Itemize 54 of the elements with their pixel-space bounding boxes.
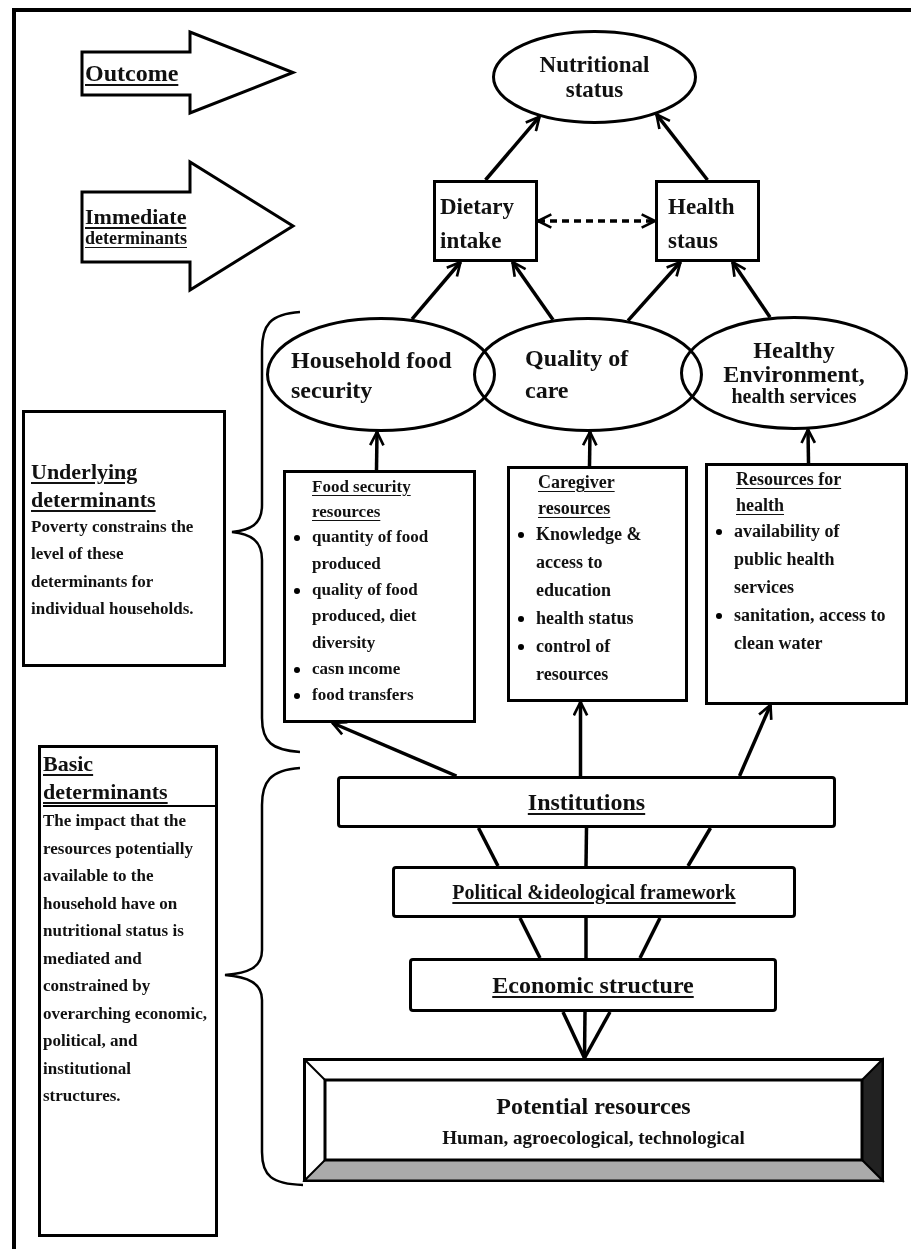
bullet-item: food transfers [312,685,414,705]
connector-line [638,917,662,959]
note-box [38,745,218,1237]
label-text: Health staus [668,192,736,255]
body-text: health services [731,386,857,406]
process-box [337,776,836,828]
heading-text: Economic structure [492,971,694,999]
bullet-item: casn ıncome [312,659,401,678]
label-text: Potential resources [496,1091,691,1121]
arrow [572,700,589,776]
label-text: Quality of care [525,344,630,405]
heading-text: Immediate [85,205,187,230]
arrow [737,703,773,777]
arrow [581,430,598,467]
body-text: The impact that the resources potentially available to the household have on nutritional status is mediated and constrained by overarching economic, political, and institutional structures. [43,810,208,1108]
process-box [392,866,796,918]
label-text: Nutritional status [538,51,651,103]
heading-text: Political &ideological framework [452,881,736,903]
bullet-item: control of resources [536,635,611,684]
arrow [410,260,462,321]
connector-line [584,918,588,958]
connector-line [582,1012,587,1058]
bullet-item: sanitation, access to clean water [734,604,886,653]
note-box [22,410,226,667]
bullet-item: health status [536,607,634,628]
process-box [283,470,476,723]
process-box [507,466,688,702]
process-box [409,958,777,1012]
heading-text: Outcome [85,60,179,87]
process-box [705,463,908,705]
arrow [800,428,817,464]
heading-text: Caregiver resources [537,471,616,521]
connector-line [476,827,500,867]
arrow [655,113,709,182]
process-box [655,180,760,262]
connector-line [518,917,542,959]
arrow [368,430,385,471]
label-text: Healthy Environment, [722,338,866,386]
body-text: Human, agroecological, technological [442,1125,745,1150]
arrow [511,260,555,321]
dashed-arrow [536,213,657,229]
heading-text: Underlying determinants [31,458,157,514]
connector-line [584,827,589,867]
connector-line [686,827,712,867]
arrow [731,260,772,319]
arrow [484,115,541,182]
heading-text: Institutions [527,788,646,816]
body-text: determinants [85,229,187,249]
body-text: Poverty constrains the level of these determinants for individual households. [31,516,195,620]
arrow [626,260,682,322]
label-text: Household food security [291,345,453,405]
label-text: Dietary intake [440,192,516,255]
heading-text: Basic determinants [43,750,217,807]
process-box [433,180,538,262]
